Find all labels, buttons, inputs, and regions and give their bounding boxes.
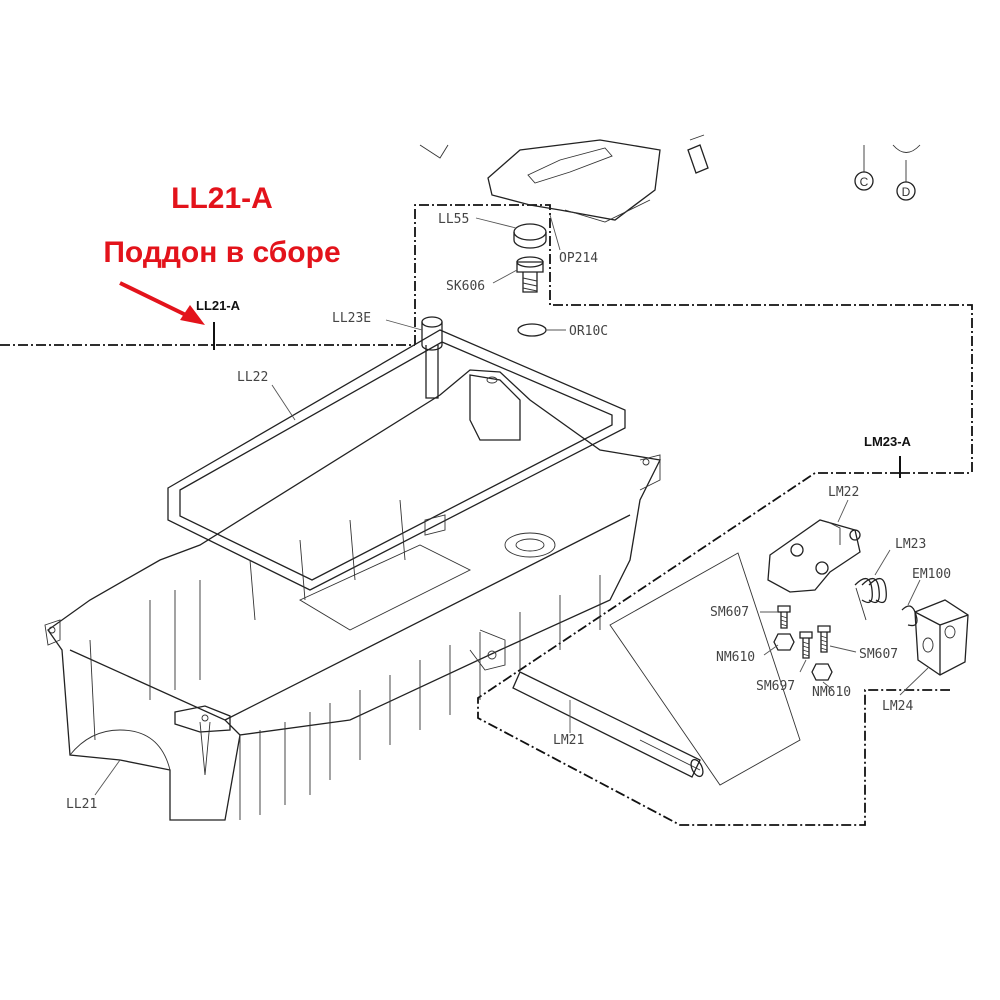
- screw-sm697: [799, 631, 813, 659]
- label-nm610-a: NM610: [716, 650, 755, 665]
- label-sm607-b: SM607: [859, 647, 898, 662]
- label-lm21: LM21: [553, 733, 584, 748]
- block-lm24: [914, 599, 969, 676]
- label-ll55: LL55: [438, 212, 469, 227]
- label-sm697: SM697: [756, 679, 795, 694]
- label-ll21: LL21: [66, 797, 97, 812]
- d-mark-text: D: [902, 185, 911, 199]
- label-sk606: SK606: [446, 279, 485, 294]
- spring-lm23: [854, 578, 887, 621]
- label-ll22: LL22: [237, 370, 268, 385]
- leader-lines: [94, 214, 929, 796]
- upper-assembly-fragment: [419, 134, 709, 223]
- mount-plane: [609, 552, 801, 786]
- c-mark-icon: C: [854, 145, 874, 191]
- annotation-code: LL21-A: [171, 182, 273, 215]
- oring-or10c: [517, 323, 547, 337]
- label-nm610-b: NM610: [812, 685, 851, 700]
- label-lm22: LM22: [828, 485, 859, 500]
- label-or10c: OR10C: [569, 324, 608, 339]
- label-em100: EM100: [912, 567, 951, 582]
- clip-em100: [901, 605, 918, 627]
- d-mark-icon: D: [892, 144, 921, 201]
- screw-sk606: [516, 256, 544, 293]
- c-mark-text: C: [860, 175, 869, 189]
- label-lm24: LM24: [882, 699, 913, 714]
- gasket-ll22: [167, 329, 626, 591]
- oil-pan-ll21: [44, 369, 661, 821]
- nut-nm610-a: [773, 633, 795, 651]
- bracket-lm22: [767, 519, 861, 593]
- pin-ll23e: [421, 316, 443, 399]
- label-lm23: LM23: [895, 537, 926, 552]
- screw-sm607-a: [777, 605, 791, 629]
- label-ll23e: LL23E: [332, 311, 371, 326]
- assembly-frame: [0, 204, 973, 826]
- label-op214: OP214: [559, 251, 598, 266]
- screw-sm607-b: [817, 625, 831, 653]
- assembly-label-ll21a: LL21-A: [196, 298, 241, 313]
- nut-nm610-b: [811, 663, 833, 681]
- shaft-lm21: [512, 671, 704, 778]
- assembly-label-lm23a: LM23-A: [864, 434, 912, 449]
- annotation-arrow: [119, 281, 205, 325]
- label-sm607-a: SM607: [710, 605, 749, 620]
- cap-ll55: [513, 223, 547, 249]
- annotation-title: Поддон в сборе: [103, 236, 340, 269]
